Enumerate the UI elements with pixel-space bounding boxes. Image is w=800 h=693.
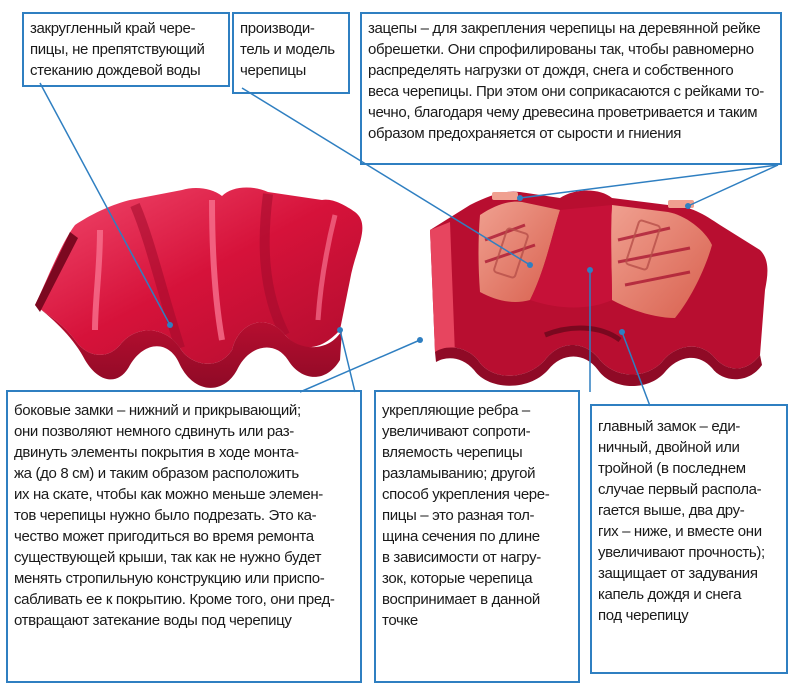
tile-front-edge [35, 305, 342, 388]
tile-underside-panel [611, 205, 712, 318]
main-lock-curve [544, 325, 622, 343]
hook [492, 192, 518, 200]
callout-line: тель и модель [240, 41, 335, 58]
callout-line: точке [382, 612, 418, 629]
callout-side-locks: боковые замки – нижний и прикрывающий; о… [6, 390, 362, 683]
callout-line: защищает от задувания [598, 565, 758, 582]
callout-line: двинуть элементы покрытия в ходе монта- [14, 444, 299, 461]
callout-line: в зависимости от нагру- [382, 549, 541, 566]
callout-line: закругленный край чере- [30, 20, 196, 37]
hook [668, 200, 694, 208]
tile-highlight [209, 199, 225, 341]
callout-line: их на скате, чтобы как можно меньше элем… [14, 486, 323, 503]
callout-line: веса черепицы. При этом они соприкасаютс… [368, 83, 764, 100]
callout-line: укрепляющие ребра – [382, 402, 530, 419]
callout-line: гих – ниже, и вместе они [598, 523, 762, 540]
callout-line: черепицы [240, 62, 306, 79]
tile-top-view [35, 187, 363, 388]
tile-underside-channel [530, 205, 612, 308]
tile-top-surface [35, 187, 363, 364]
callout-line: ничный, двойной или [598, 439, 740, 456]
callout-line: стеканию дождевой воды [30, 62, 201, 79]
callout-rounded-edge: закругленный край чере- пицы, не препятс… [22, 12, 230, 87]
tile-underside-front-edge [435, 345, 762, 387]
callout-line: производи- [240, 20, 315, 37]
callout-line: увеличивают прочность); [598, 544, 765, 561]
callout-line: зок, которые черепица [382, 570, 533, 587]
callout-line: менять стропильную конструкцию или присп… [14, 570, 325, 587]
callout-hooks: зацепы – для закрепления черепицы на дер… [360, 12, 782, 165]
callout-line: чество может пригодиться во время ремонт… [14, 528, 314, 545]
callout-line: главный замок – еди- [598, 418, 741, 435]
callout-line: чечно, благодаря чему древесина проветри… [368, 104, 758, 121]
callout-line: способ укрепления чере- [382, 486, 550, 503]
callout-line: разламыванию; другой [382, 465, 536, 482]
callout-line: пицы, не препятствующий [30, 41, 205, 58]
callout-line: сабливать ее к покрытию. Кроме того, они… [14, 591, 335, 608]
callout-line: вляемость черепицы [382, 444, 523, 461]
callout-line: образом предохраняется от сырости и гние… [368, 125, 682, 142]
callout-line: увеличивают сопроти- [382, 423, 531, 440]
callout-manufacturer: производи- тель и модель черепицы [232, 12, 350, 94]
callout-line: щина сечения по длине [382, 528, 540, 545]
callout-line: они позволяют немного сдвинуть или раз- [14, 423, 294, 440]
callout-line: жа (до 8 см) и таким образом расположить [14, 465, 299, 482]
callout-line: случае первый распола- [598, 481, 762, 498]
callout-line: воспринимает в данной [382, 591, 540, 608]
callout-line: существующей крыши, так как не нужно буд… [14, 549, 322, 566]
callout-line: зацепы – для закрепления черепицы на дер… [368, 20, 761, 37]
callout-line: капель дождя и снега [598, 586, 742, 603]
callout-line: гается выше, два дру- [598, 502, 745, 519]
callout-line: отвращают затекание воды под черепицу [14, 612, 292, 629]
tile-bottom-view [430, 190, 768, 387]
callout-line: распределять нагрузки от дождя, снега и … [368, 62, 734, 79]
callout-line: под черепицу [598, 607, 689, 624]
callout-line: пицы – это разная тол- [382, 507, 535, 524]
callout-line: тройной (в последнем [598, 460, 746, 477]
callout-ribs: укрепляющие ребра – увеличивают сопроти-… [374, 390, 580, 683]
callout-line: боковые замки – нижний и прикрывающий; [14, 402, 301, 419]
callout-line: обрешетки. Они спрофилированы так, чтобы… [368, 41, 754, 58]
callout-line: тов черепицы нужно было подрезать. Это к… [14, 507, 317, 524]
callout-main-lock: главный замок – еди- ничный, двойной или… [590, 404, 788, 674]
